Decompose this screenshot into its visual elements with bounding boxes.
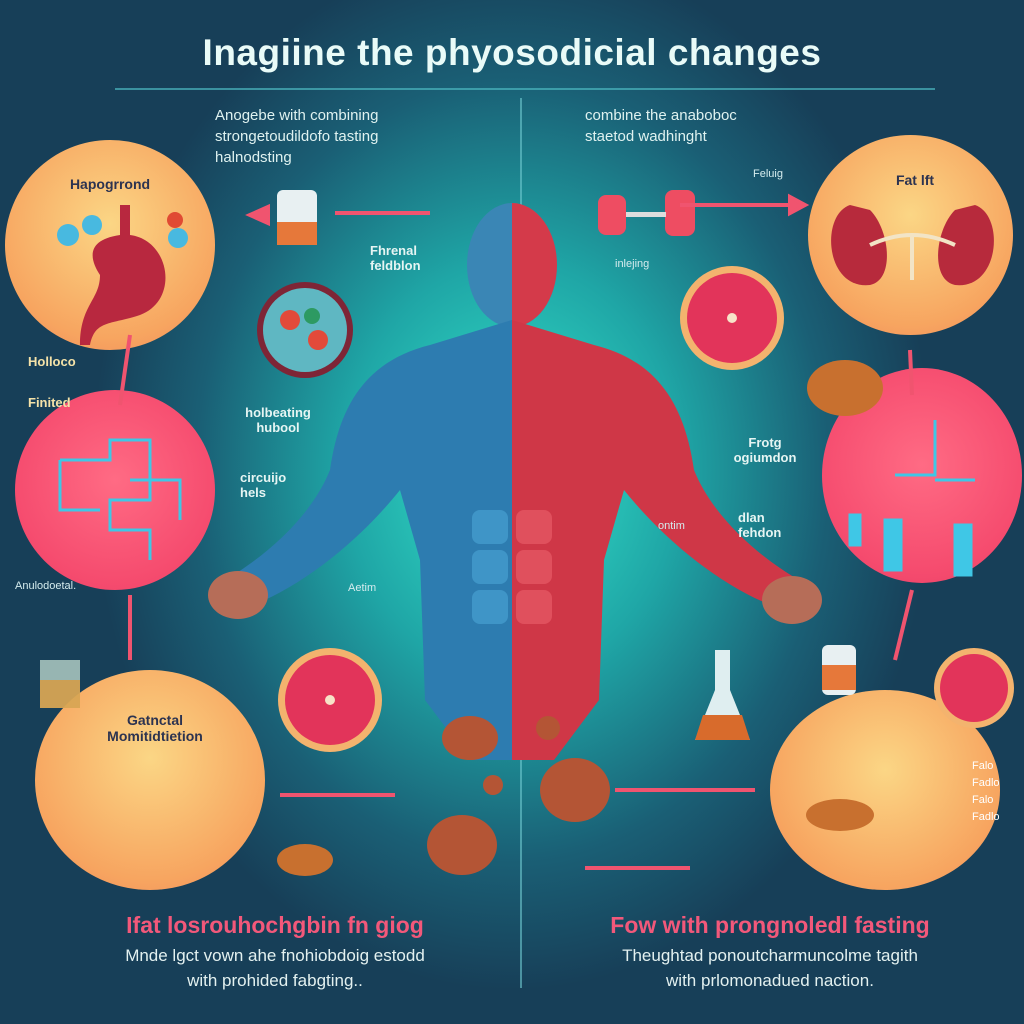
grapefruit-icon xyxy=(934,648,1014,728)
fist-icon xyxy=(208,571,268,619)
label: Finited xyxy=(28,395,71,410)
molecule-atom xyxy=(57,224,79,246)
kidney-icon xyxy=(831,205,887,286)
circle-label-line: Gatnctal xyxy=(126,712,183,728)
molecule-atom xyxy=(167,212,183,228)
circle-label-line: Momitidtietion xyxy=(107,728,203,744)
intro-line: combine the anaboboc xyxy=(585,107,737,124)
pill-disk-icon xyxy=(807,360,883,416)
pill-disk-icon xyxy=(806,799,874,831)
title-rule xyxy=(115,88,935,90)
kidney-icon xyxy=(938,205,994,286)
human-figure xyxy=(208,203,822,760)
molecule-atom xyxy=(82,215,102,235)
intro-line: halnodsting xyxy=(215,149,292,166)
beaker-icon xyxy=(40,660,80,708)
stomach-icon xyxy=(80,205,166,345)
fat-chain-icon xyxy=(427,716,610,875)
page-title: Inagiine the phyosodicial changes xyxy=(202,32,822,73)
supplement-jar-icon xyxy=(822,645,856,695)
flask-icon xyxy=(695,650,750,740)
circle-label: Gatnctal Momitidtietion xyxy=(70,712,240,744)
pill-disk-icon xyxy=(277,844,333,876)
right-footer-heading: Fow with prongnoledl fasting xyxy=(610,912,930,938)
molecule-circle-left xyxy=(15,390,215,590)
intro-line: staetod wadhinght xyxy=(585,128,707,145)
intro-line: Anogebe with combining xyxy=(215,107,379,124)
molecule-structure-left xyxy=(58,438,182,560)
fist-icon xyxy=(762,576,822,624)
food-bowl-icon xyxy=(257,282,353,378)
left-intro: Anogebe with combining strongetoudildofo… xyxy=(215,105,455,168)
label: ontim xyxy=(658,520,685,532)
circle-label: Hapogrrond xyxy=(69,176,151,192)
label: Aetim xyxy=(348,582,377,594)
supplement-jar-icon xyxy=(277,190,317,245)
left-footer: Ifat losrouhochgbin fn giog Mnde lgct vo… xyxy=(40,912,510,993)
right-intro: combine the anaboboc staetod wadhinght xyxy=(585,105,805,147)
intro-line: strongetoudildofo tasting xyxy=(215,128,379,145)
right-footer: Fow with prongnoledl fasting Theughtad p… xyxy=(540,912,1000,993)
circle-label: Fat lft xyxy=(895,172,935,188)
label: Feluig xyxy=(753,168,783,180)
grapefruit-icon xyxy=(278,648,382,752)
label: Anulodoetal. xyxy=(15,580,77,592)
molecule-atom xyxy=(168,228,188,248)
dumbbell-icon xyxy=(598,190,695,236)
label: Holloco xyxy=(28,354,76,369)
grapefruit-icon xyxy=(680,266,784,370)
arrows xyxy=(118,193,914,870)
label: inlejing xyxy=(615,258,650,270)
bar-structure-right xyxy=(848,420,975,577)
left-footer-heading: Ifat losrouhochgbin fn giog xyxy=(126,912,424,938)
